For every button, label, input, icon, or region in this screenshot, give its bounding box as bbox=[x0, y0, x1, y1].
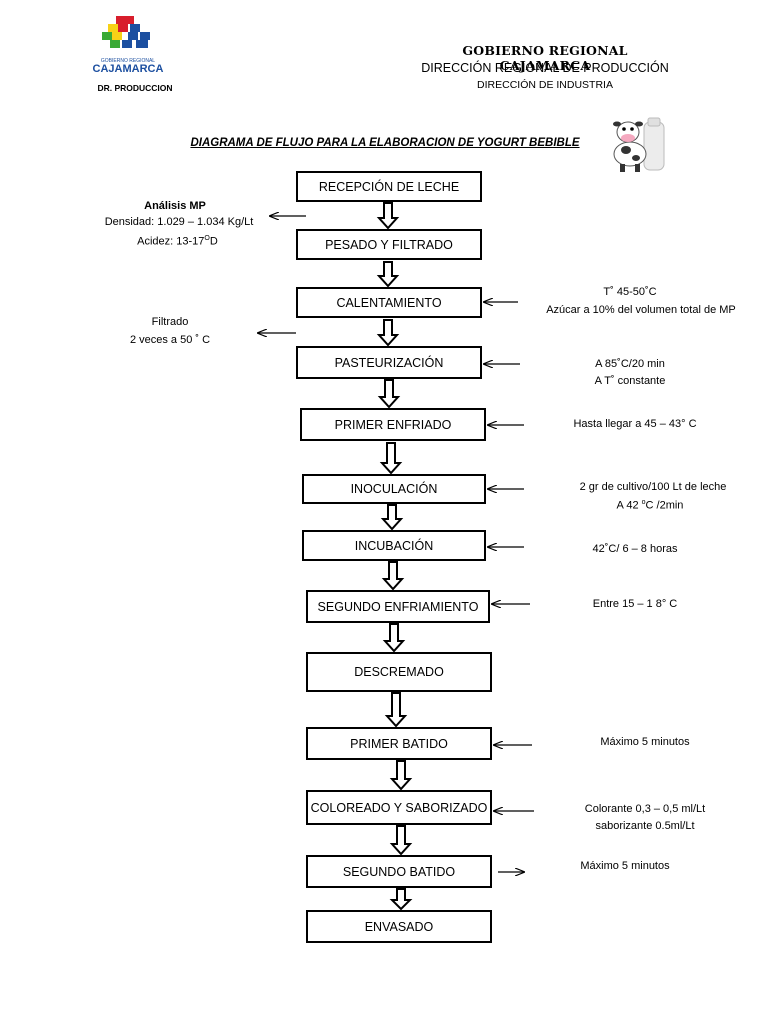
down-arrow bbox=[382, 623, 406, 653]
down-arrow bbox=[376, 261, 400, 288]
note-primer-enfriado: Hasta llegar a 45 – 43° C bbox=[573, 418, 697, 430]
step-coloreado-y-saborizado: COLOREADO Y SABORIZADO bbox=[306, 790, 492, 825]
note-coloreado-2: saborizante 0.5ml/Lt bbox=[595, 820, 695, 832]
step-primer-batido: PRIMER BATIDO bbox=[306, 727, 492, 760]
down-arrow bbox=[389, 888, 413, 911]
note-coloreado-1: Colorante 0,3 – 0,5 ml/Lt bbox=[584, 803, 706, 815]
note-segundo-enfriamiento: Entre 15 – 1 8° C bbox=[592, 598, 678, 610]
step-incubacion: INCUBACIÓN bbox=[302, 530, 486, 561]
step-pesado-y-filtrado: PESADO Y FILTRADO bbox=[296, 229, 482, 260]
logo-small-text: GOBIERNO REGIONAL bbox=[100, 58, 156, 64]
step-primer-enfriado: PRIMER ENFRIADO bbox=[300, 408, 486, 441]
cajamarca-logo-icon bbox=[102, 16, 154, 60]
logo-large-text: CAJAMARCA bbox=[92, 63, 164, 75]
step-inoculacion: INOCULACIÓN bbox=[302, 474, 486, 504]
step-recepcion-de-leche: RECEPCIÓN DE LECHE bbox=[296, 171, 482, 202]
step-envasado: ENVASADO bbox=[306, 910, 492, 943]
note-acidez: Acidez: 13-17OD bbox=[137, 235, 218, 248]
logo-caption: DR. PRODUCCION bbox=[97, 83, 173, 93]
down-arrow bbox=[389, 825, 413, 856]
down-arrow bbox=[377, 379, 401, 409]
header-subtitle-2: DIRECCIÓN DE INDUSTRIA bbox=[477, 79, 613, 91]
note-segundo-batido: Máximo 5 minutos bbox=[580, 860, 670, 872]
note-calentamiento-1: T˚ 45-50˚C bbox=[603, 286, 657, 298]
step-segundo-batido: SEGUNDO BATIDO bbox=[306, 855, 492, 888]
down-arrow bbox=[389, 760, 413, 791]
down-arrow bbox=[379, 442, 403, 475]
down-arrow bbox=[376, 319, 400, 347]
down-arrow bbox=[381, 561, 405, 591]
header-subtitle: DIRECCIÓN REGIONAL DE PRODUCCIÓN bbox=[421, 61, 669, 75]
note-inoculacion-2: A 42 oC /2min bbox=[616, 499, 684, 512]
step-descremado: DESCREMADO bbox=[306, 652, 492, 692]
note-analisis-title: Análisis MP bbox=[144, 200, 206, 212]
cow-milk-icon bbox=[608, 116, 670, 176]
down-arrow bbox=[380, 504, 404, 531]
down-arrow bbox=[384, 692, 408, 728]
diagram-title: DIAGRAMA DE FLUJO PARA LA ELABORACION DE… bbox=[190, 137, 580, 149]
note-incubacion: 42˚C/ 6 – 8 horas bbox=[592, 543, 678, 555]
header-title: GOBIERNO REGIONAL CAJAMARCA bbox=[462, 43, 628, 73]
note-pasteurizacion-1: A 85˚C/20 min bbox=[595, 358, 665, 370]
note-filtrado-2: 2 veces a 50 ˚ C bbox=[129, 334, 211, 346]
step-calentamiento: CALENTAMIENTO bbox=[296, 287, 482, 318]
note-primer-batido: Máximo 5 minutos bbox=[600, 736, 690, 748]
note-filtrado-1: Filtrado bbox=[151, 316, 189, 328]
step-segundo-enfriamiento: SEGUNDO ENFRIAMIENTO bbox=[306, 590, 490, 623]
down-arrow bbox=[376, 202, 400, 230]
step-pasteurizacion: PASTEURIZACIÓN bbox=[296, 346, 482, 379]
note-pasteurizacion-2: A T˚ constante bbox=[594, 375, 666, 387]
note-calentamiento-2: Azúcar a 10% del volumen total de MP bbox=[546, 304, 736, 316]
note-densidad: Densidad: 1.029 – 1.034 Kg/Lt bbox=[104, 216, 254, 228]
note-inoculacion-1: 2 gr de cultivo/100 Lt de leche bbox=[579, 481, 727, 493]
